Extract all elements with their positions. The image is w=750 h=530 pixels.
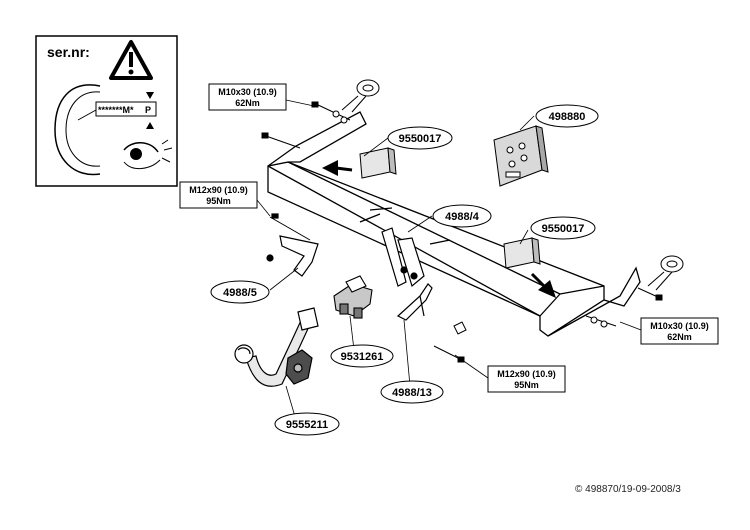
left-bracket-part	[266, 213, 319, 277]
code-plate	[95, 101, 157, 117]
code-suffix: P	[145, 105, 151, 115]
tow-bar-inner	[65, 91, 101, 167]
socket-module-part	[493, 125, 549, 187]
electrical-bracket-part	[333, 275, 373, 319]
ball-neck-part	[234, 307, 319, 387]
tow-bar-outline	[54, 84, 101, 176]
inset-title: ser.nr:	[47, 44, 90, 60]
svg-text:9555211: 9555211	[286, 419, 328, 431]
label-tape-right: 9550017	[530, 216, 596, 240]
direction-arrows	[322, 160, 556, 298]
warning-icon	[109, 40, 153, 80]
svg-text:M12x90 (10.9): M12x90 (10.9)	[189, 185, 248, 195]
svg-text:M10x30 (10.9): M10x30 (10.9)	[218, 87, 277, 97]
pointer-down-icon	[146, 92, 154, 99]
arrow-left-icon	[322, 160, 338, 176]
svg-text:4988/4: 4988/4	[445, 211, 480, 223]
bolt-spec-mid-left: M12x90 (10.9) 95Nm	[179, 181, 258, 209]
svg-text:95Nm: 95Nm	[206, 196, 231, 206]
svg-text:498880: 498880	[549, 111, 586, 123]
bottom-bolt	[433, 321, 467, 363]
copyright-line: © 498870/19-09-2008/3	[575, 484, 681, 495]
svg-text:9550017: 9550017	[542, 223, 585, 235]
eye-icon	[123, 139, 173, 169]
label-socket-module: 498880	[535, 104, 599, 128]
bolt-spec-right: M10x30 (10.9) 62Nm	[640, 317, 719, 345]
label-electrical-bracket: 9531261	[330, 344, 394, 368]
spec-leaders	[256, 99, 642, 379]
copyright-symbol: ©	[575, 484, 583, 495]
svg-text:4988/5: 4988/5	[223, 287, 257, 299]
serial-number-inset: ser.nr: *******M* P	[35, 35, 178, 187]
code-mask: *******M*	[98, 105, 134, 115]
pointer-up-icon	[146, 122, 154, 129]
label-tape-left: 9550017	[387, 126, 453, 150]
tape-piece-right	[503, 237, 541, 269]
svg-text:95Nm: 95Nm	[514, 380, 539, 390]
svg-text:9550017: 9550017	[399, 133, 442, 145]
right-bolts	[585, 287, 663, 328]
label-ball-neck: 9555211	[274, 412, 340, 436]
label-lower-bracket: 4988/13	[380, 380, 444, 404]
bolt-spec-bottom: M12x90 (10.9) 95Nm	[487, 365, 566, 393]
tool-icon-top	[341, 79, 380, 113]
arrow-down-right-icon	[538, 280, 556, 298]
bolt-spec-top-left: M10x30 (10.9) 62Nm	[208, 83, 287, 111]
tool-icon-right	[647, 255, 684, 291]
svg-text:62Nm: 62Nm	[667, 332, 692, 342]
label-left-bracket: 4988/5	[210, 280, 270, 304]
lower-bracket-part	[396, 283, 433, 321]
svg-text:62Nm: 62Nm	[235, 98, 260, 108]
svg-text:9531261: 9531261	[341, 351, 384, 363]
copyright-text: 498870/19-09-2008/3	[585, 484, 681, 495]
svg-text:4988/13: 4988/13	[392, 387, 432, 399]
svg-text:M10x30 (10.9): M10x30 (10.9)	[650, 321, 709, 331]
svg-text:M12x90 (10.9): M12x90 (10.9)	[497, 369, 556, 379]
label-center-bracket: 4988/4	[432, 204, 492, 228]
top-left-bolts	[261, 101, 351, 149]
center-bracket-part	[381, 227, 425, 288]
tape-piece-left	[359, 147, 397, 179]
